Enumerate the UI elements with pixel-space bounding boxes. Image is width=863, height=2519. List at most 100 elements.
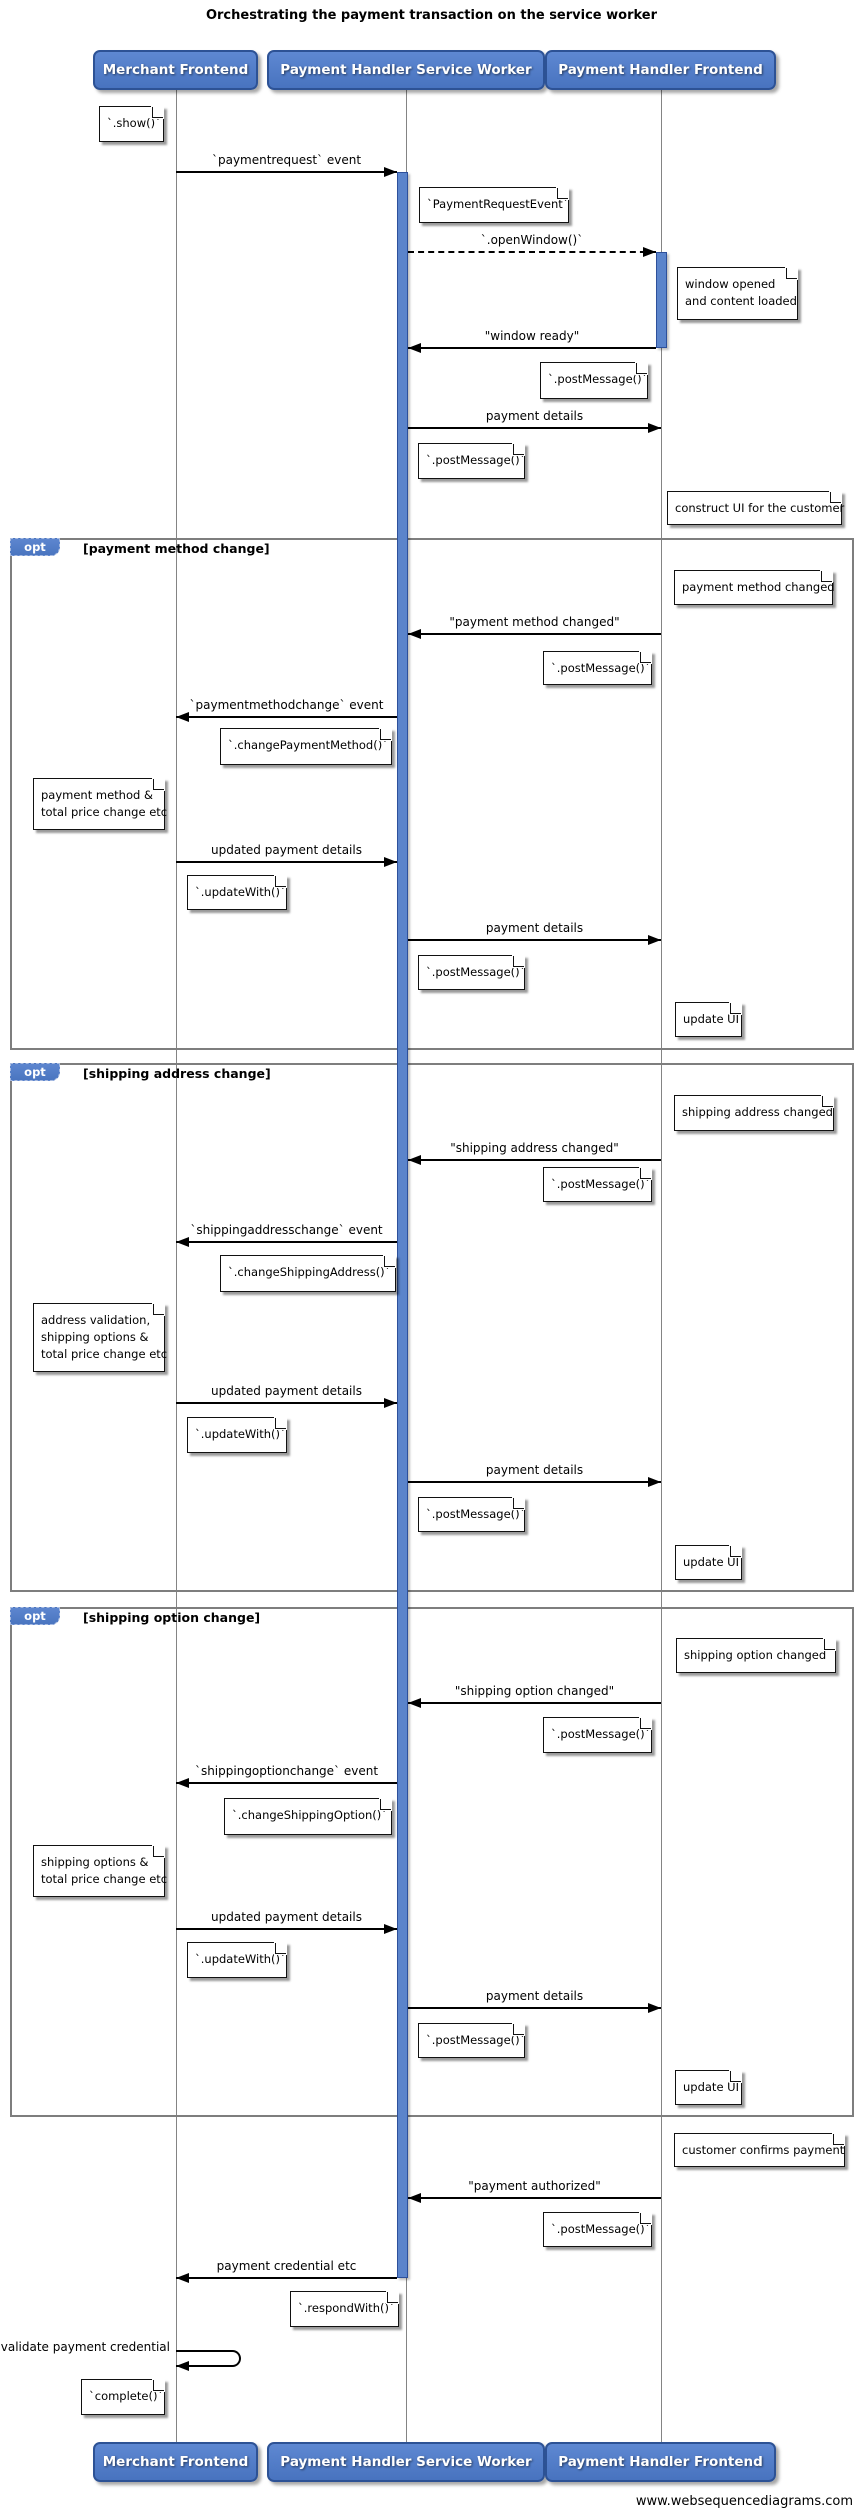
service-worker-activation bbox=[397, 172, 408, 2278]
message-label-1: `paymentrequest` event bbox=[211, 153, 362, 167]
opt-frame-tab-2: opt bbox=[10, 1063, 60, 1081]
note-25: `.updateWith()` bbox=[187, 1941, 288, 1978]
message-arrowhead-7 bbox=[384, 857, 397, 867]
opt-frame-tab-3: opt bbox=[10, 1607, 60, 1625]
note-4: `.postMessage()` bbox=[540, 361, 649, 399]
note-29: `.postMessage()` bbox=[543, 2211, 653, 2247]
message-arrowhead-15 bbox=[384, 1924, 397, 1934]
note-27: update UI bbox=[675, 2069, 743, 2105]
diagram-title: Orchestrating the payment transaction on… bbox=[205, 8, 658, 23]
note-20: update UI bbox=[675, 1544, 743, 1580]
actor-box-bottom-merchant-frontend: Merchant Frontend bbox=[93, 2442, 258, 2482]
message-arrowhead-11 bbox=[384, 1398, 397, 1408]
lifeline-payment-handler-frontend bbox=[661, 90, 662, 2442]
message-arrow-12 bbox=[408, 1481, 661, 1483]
message-arrowhead-2 bbox=[643, 247, 656, 257]
message-label-11: updated payment details bbox=[211, 1384, 362, 1398]
note-28: customer confirms payment bbox=[674, 2132, 846, 2167]
note-3: window opened and content loaded bbox=[677, 266, 799, 320]
message-label-9: "shipping address changed" bbox=[450, 1141, 619, 1155]
message-arrow-13 bbox=[408, 1702, 661, 1704]
message-label-18: payment credential etc bbox=[216, 2259, 357, 2273]
note-24: shipping options & total price change et… bbox=[33, 1844, 167, 1897]
opt-frame-3: opt [shipping option change] bbox=[10, 1607, 854, 2117]
self-message-label: validate payment credential bbox=[0, 2340, 170, 2354]
message-arrow-18 bbox=[176, 2277, 397, 2279]
note-11: `.updateWith()` bbox=[187, 874, 288, 910]
self-message-loop bbox=[176, 2350, 241, 2367]
message-label-5: "payment method changed" bbox=[449, 615, 620, 629]
message-arrow-7 bbox=[176, 861, 397, 863]
message-arrowhead-8 bbox=[648, 935, 661, 945]
message-arrowhead-5 bbox=[408, 629, 421, 639]
message-arrow-15 bbox=[176, 1928, 397, 1930]
note-12: `.postMessage()` bbox=[418, 954, 526, 990]
message-arrow-9 bbox=[408, 1159, 661, 1161]
message-arrow-3 bbox=[408, 347, 656, 349]
message-arrow-5 bbox=[408, 633, 661, 635]
message-arrowhead-6 bbox=[176, 712, 189, 722]
note-26: `.postMessage()` bbox=[418, 2022, 526, 2058]
message-arrowhead-16 bbox=[648, 2003, 661, 2013]
opt-frame-1: opt [payment method change] bbox=[10, 538, 854, 1050]
note-31: `complete()` bbox=[81, 2378, 166, 2415]
actor-box-top-payment-handler-service-worker: Payment Handler Service Worker bbox=[267, 50, 545, 90]
note-6: construct UI for the customer bbox=[667, 490, 844, 525]
message-arrow-11 bbox=[176, 1402, 397, 1404]
message-label-8: payment details bbox=[485, 921, 584, 935]
actor-box-top-payment-handler-frontend: Payment Handler Frontend bbox=[545, 50, 776, 90]
message-arrow-10 bbox=[176, 1241, 397, 1243]
message-arrowhead-18 bbox=[176, 2273, 189, 2283]
lifeline-merchant-frontend bbox=[176, 90, 177, 2442]
message-arrowhead-10 bbox=[176, 1237, 189, 1247]
note-15: `.postMessage()` bbox=[543, 1166, 653, 1202]
message-label-14: `shippingoptionchange` event bbox=[194, 1764, 379, 1778]
opt-frame-condition-2: [shipping address change] bbox=[83, 1066, 271, 1081]
message-arrow-16 bbox=[408, 2007, 661, 2009]
note-30: `.respondWith()` bbox=[290, 2290, 400, 2327]
note-22: `.postMessage()` bbox=[543, 1716, 653, 1753]
note-17: address validation, shipping options & t… bbox=[33, 1302, 167, 1372]
message-arrowhead-1 bbox=[384, 167, 397, 177]
actor-box-bottom-payment-handler-frontend: Payment Handler Frontend bbox=[545, 2442, 776, 2482]
message-label-6: `paymentmethodchange` event bbox=[189, 698, 384, 712]
payment-handler-frontend-activation bbox=[656, 252, 667, 348]
opt-frame-condition-3: [shipping option change] bbox=[83, 1610, 261, 1625]
message-arrowhead-12 bbox=[648, 1477, 661, 1487]
message-arrow-2 bbox=[408, 251, 656, 253]
note-10: payment method & total price change etc bbox=[33, 777, 167, 830]
message-arrow-4 bbox=[408, 427, 661, 429]
note-18: `.updateWith()` bbox=[187, 1416, 288, 1453]
message-arrowhead-4 bbox=[648, 423, 661, 433]
message-label-3: "window ready" bbox=[484, 329, 580, 343]
opt-frame-condition-1: [payment method change] bbox=[83, 541, 270, 556]
watermark-link: www.websequencediagrams.com bbox=[635, 2494, 853, 2509]
message-arrowhead-17 bbox=[408, 2193, 421, 2203]
message-arrowhead-14 bbox=[176, 1778, 189, 1788]
message-label-12: payment details bbox=[485, 1463, 584, 1477]
message-arrow-14 bbox=[176, 1782, 397, 1784]
message-label-2: `.openWindow()` bbox=[480, 233, 584, 247]
message-label-15: updated payment details bbox=[211, 1910, 362, 1924]
message-label-7: updated payment details bbox=[211, 843, 362, 857]
message-label-17: "payment authorized" bbox=[468, 2179, 601, 2193]
opt-frame-2: opt [shipping address change] bbox=[10, 1063, 854, 1592]
note-13: update UI bbox=[675, 1001, 743, 1037]
actor-box-top-merchant-frontend: Merchant Frontend bbox=[93, 50, 258, 90]
note-1: `.show()` bbox=[99, 105, 165, 142]
note-16: `.changeShippingAddress()` bbox=[220, 1254, 397, 1292]
note-19: `.postMessage()` bbox=[418, 1496, 526, 1532]
message-arrow-8 bbox=[408, 939, 661, 941]
message-arrow-17 bbox=[408, 2197, 661, 2199]
message-label-4: payment details bbox=[485, 409, 584, 423]
message-arrowhead-13 bbox=[408, 1698, 421, 1708]
note-7: payment method changed bbox=[674, 569, 835, 605]
actor-box-bottom-payment-handler-service-worker: Payment Handler Service Worker bbox=[267, 2442, 545, 2482]
note-8: `.postMessage()` bbox=[543, 650, 653, 685]
note-9: `.changePaymentMethod()` bbox=[220, 727, 393, 765]
message-arrowhead-9 bbox=[408, 1155, 421, 1165]
message-arrow-6 bbox=[176, 716, 397, 718]
message-label-10: `shippingaddresschange` event bbox=[190, 1223, 383, 1237]
opt-frame-tab-1: opt bbox=[10, 538, 60, 556]
